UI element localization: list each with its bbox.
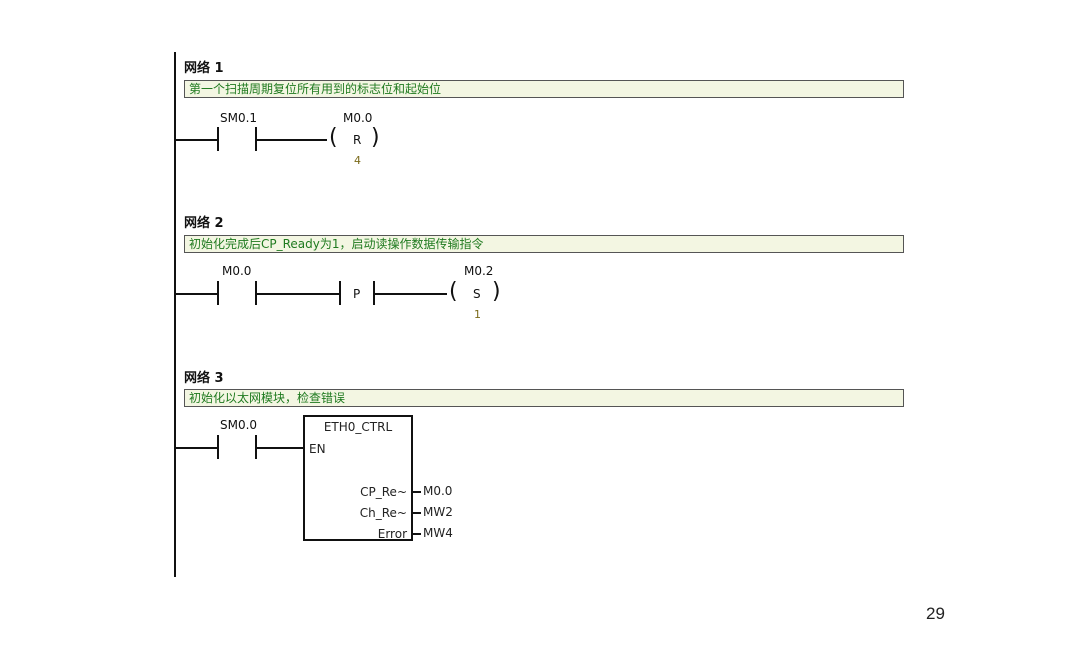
wire — [257, 447, 303, 449]
coil-left-paren[interactable]: ( — [329, 125, 338, 150]
edge-left-bar[interactable] — [339, 281, 341, 305]
edge-detector-label: P — [353, 287, 361, 301]
contact-left-bar[interactable] — [217, 435, 219, 459]
contact-right-bar[interactable] — [255, 435, 257, 459]
network-2-coil-type: S — [473, 287, 481, 301]
eth0-ctrl-block[interactable]: ETH0_CTRL EN CP_Re~ Ch_Re~ Error — [303, 415, 413, 541]
output-var-2[interactable]: MW2 — [423, 505, 453, 519]
edge-right-bar[interactable] — [373, 281, 375, 305]
network-2-comment[interactable]: 初始化完成后CP_Ready为1，启动读操作数据传输指令 — [184, 235, 904, 253]
block-output-pin-3: Error — [377, 527, 407, 541]
wire — [257, 139, 327, 141]
output-stub — [412, 491, 421, 493]
output-var-1[interactable]: M0.0 — [423, 484, 453, 498]
wire — [175, 139, 217, 141]
wire — [175, 447, 217, 449]
coil-left-paren[interactable]: ( — [449, 279, 458, 304]
block-en-pin: EN — [309, 442, 326, 456]
contact-right-bar[interactable] — [255, 281, 257, 305]
output-stub — [412, 512, 421, 514]
wire — [175, 293, 217, 295]
network-1-coil-param: 4 — [354, 154, 361, 167]
contact-right-bar[interactable] — [255, 127, 257, 151]
wire — [375, 293, 447, 295]
output-stub — [412, 533, 421, 535]
coil-right-paren[interactable]: ) — [492, 279, 501, 304]
block-output-pin-2: Ch_Re~ — [359, 506, 407, 520]
network-3-contact-label: SM0.0 — [220, 418, 258, 432]
coil-right-paren[interactable]: ) — [371, 125, 380, 150]
network-1-title: 网络 1 — [184, 61, 224, 76]
network-1-comment[interactable]: 第一个扫描周期复位所有用到的标志位和起始位 — [184, 80, 904, 98]
block-name: ETH0_CTRL — [323, 420, 393, 434]
power-rail — [174, 52, 176, 577]
network-2-contact-label: M0.0 — [222, 264, 252, 278]
block-output-pin-1: CP_Re~ — [360, 485, 407, 499]
network-2-title: 网络 2 — [184, 216, 224, 231]
network-2-coil-param: 1 — [474, 308, 481, 321]
contact-left-bar[interactable] — [217, 281, 219, 305]
contact-left-bar[interactable] — [217, 127, 219, 151]
network-1-coil-operand: M0.0 — [343, 111, 373, 125]
output-var-3[interactable]: MW4 — [423, 526, 453, 540]
network-3-comment[interactable]: 初始化以太网模块，检查错误 — [184, 389, 904, 407]
network-2-coil-operand: M0.2 — [464, 264, 494, 278]
network-3-title: 网络 3 — [184, 371, 224, 386]
wire — [257, 293, 339, 295]
page-number: 29 — [926, 604, 945, 623]
network-1-coil-type: R — [353, 133, 362, 147]
network-1-contact-label: SM0.1 — [220, 111, 258, 125]
